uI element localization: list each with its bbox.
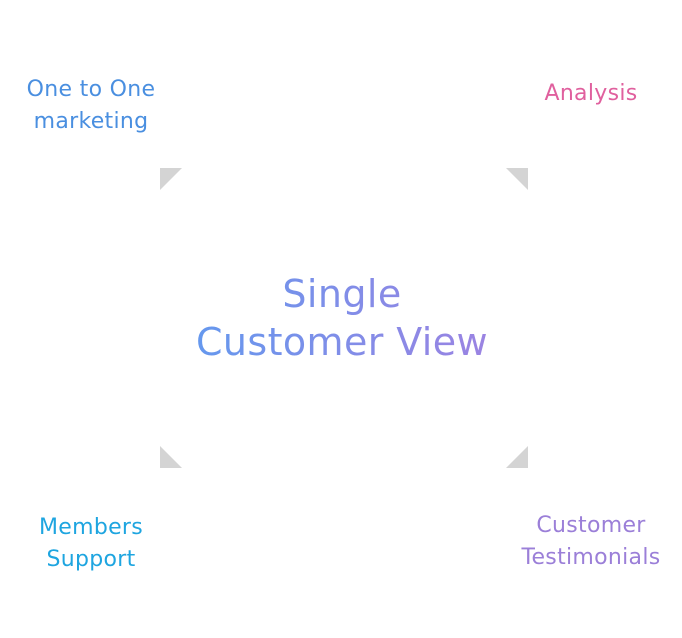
- node-label-line-1: One to One: [26, 77, 156, 102]
- node-label-line-1: Analysis: [544, 81, 638, 106]
- node-label-line-1: Customer: [536, 513, 646, 538]
- center-title-single-customer-view: Single Customer View: [140, 270, 544, 366]
- node-customer-testimonials: Customer Testimonials: [500, 510, 682, 574]
- node-members-support: Members Support: [0, 512, 182, 576]
- node-one-to-one-marketing: One to One marketing: [0, 74, 182, 138]
- center-title-line-2: Customer View: [195, 320, 489, 364]
- arrow-top-left-icon: [160, 168, 182, 190]
- node-label-line-2: Testimonials: [521, 545, 661, 570]
- node-label-line-2: Support: [46, 547, 136, 572]
- arrow-top-right-icon: [506, 168, 528, 190]
- node-label-line-2: marketing: [33, 109, 149, 134]
- arrow-bottom-left-icon: [160, 446, 182, 468]
- node-label-line-1: Members: [38, 515, 144, 540]
- arrow-bottom-right-icon: [506, 446, 528, 468]
- node-analysis: Analysis: [500, 78, 682, 110]
- center-title-line-1: Single: [282, 272, 402, 316]
